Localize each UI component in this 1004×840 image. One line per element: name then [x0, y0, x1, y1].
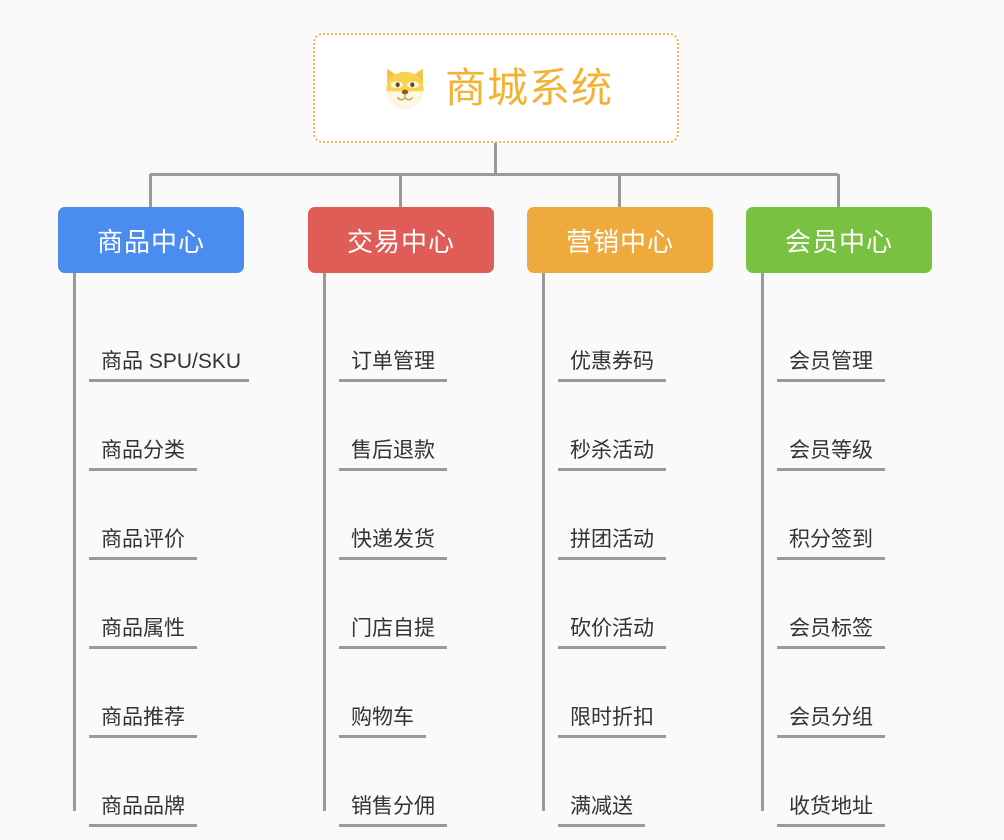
branch-header-1[interactable]: 交易中心	[308, 207, 494, 273]
list-item-label: 商品分类	[89, 438, 197, 471]
list-item[interactable]: 商品评价	[58, 471, 244, 560]
list-item-label: 快递发货	[339, 527, 447, 560]
branch-column-2: 营销中心 优惠券码 秒杀活动 拼团活动 砍价活动 限时折扣 满减送	[527, 207, 713, 827]
list-item[interactable]: 秒杀活动	[527, 382, 713, 471]
list-item-label: 商品属性	[89, 616, 197, 649]
list-item[interactable]: 优惠券码	[527, 293, 713, 382]
list-item-label: 限时折扣	[558, 705, 666, 738]
branch-column-1: 交易中心 订单管理 售后退款 快递发货 门店自提 购物车 销售分佣	[308, 207, 494, 827]
list-item[interactable]: 会员标签	[746, 560, 932, 649]
branch-header-2[interactable]: 营销中心	[527, 207, 713, 273]
list-item[interactable]: 购物车	[308, 649, 494, 738]
root-title: 商城系统	[445, 64, 613, 111]
branch-items-1: 订单管理 售后退款 快递发货 门店自提 购物车 销售分佣	[308, 273, 494, 827]
list-item-label: 门店自提	[339, 616, 447, 649]
list-item-label: 秒杀活动	[558, 438, 666, 471]
list-item-label: 优惠券码	[558, 349, 666, 382]
list-item-label: 会员分组	[777, 705, 885, 738]
list-item-label: 售后退款	[339, 438, 447, 471]
list-item[interactable]: 商品分类	[58, 382, 244, 471]
list-item-label: 购物车	[339, 705, 426, 738]
list-item-label: 积分签到	[777, 527, 885, 560]
list-item[interactable]: 拼团活动	[527, 471, 713, 560]
list-item-label: 商品 SPU/SKU	[89, 349, 250, 382]
root-node[interactable]: 商城系统	[313, 33, 679, 143]
branch-items-0: 商品 SPU/SKU 商品分类 商品评价 商品属性 商品推荐 商品品牌	[58, 273, 250, 827]
list-item[interactable]: 门店自提	[308, 560, 494, 649]
list-item[interactable]: 收货地址	[746, 738, 932, 827]
list-item-label: 砍价活动	[558, 616, 666, 649]
list-item-label: 商品评价	[89, 527, 197, 560]
list-item-label: 会员等级	[777, 438, 885, 471]
branch-column-0: 商品中心 商品 SPU/SKU 商品分类 商品评价 商品属性 商品推荐 商品品牌	[58, 207, 250, 827]
list-item-label: 会员管理	[777, 349, 885, 382]
branch-column-3: 会员中心 会员管理 会员等级 积分签到 会员标签 会员分组 收货地址	[746, 207, 932, 827]
list-item-label: 满减送	[558, 794, 645, 827]
list-item-label: 商品推荐	[89, 705, 197, 738]
branch-items-2: 优惠券码 秒杀活动 拼团活动 砍价活动 限时折扣 满减送	[527, 273, 713, 827]
list-item[interactable]: 订单管理	[308, 293, 494, 382]
branch-header-0[interactable]: 商品中心	[58, 207, 244, 273]
list-item[interactable]: 商品品牌	[58, 738, 244, 827]
list-item[interactable]: 销售分佣	[308, 738, 494, 827]
list-item-label: 销售分佣	[339, 794, 447, 827]
list-item-label: 商品品牌	[89, 794, 197, 827]
list-item[interactable]: 会员等级	[746, 382, 932, 471]
dog-face-icon	[386, 68, 424, 110]
list-item[interactable]: 限时折扣	[527, 649, 713, 738]
list-item[interactable]: 快递发货	[308, 471, 494, 560]
list-item[interactable]: 售后退款	[308, 382, 494, 471]
list-item[interactable]: 商品 SPU/SKU	[58, 293, 250, 382]
list-item[interactable]: 会员分组	[746, 649, 932, 738]
list-item[interactable]: 商品属性	[58, 560, 244, 649]
list-item-label: 拼团活动	[558, 527, 666, 560]
list-item[interactable]: 积分签到	[746, 471, 932, 560]
list-item[interactable]: 商品推荐	[58, 649, 244, 738]
list-item-label: 会员标签	[777, 616, 885, 649]
list-item[interactable]: 会员管理	[746, 293, 932, 382]
branch-items-3: 会员管理 会员等级 积分签到 会员标签 会员分组 收货地址	[746, 273, 932, 827]
list-item-label: 收货地址	[777, 794, 885, 827]
branch-header-3[interactable]: 会员中心	[746, 207, 932, 273]
list-item[interactable]: 砍价活动	[527, 560, 713, 649]
list-item[interactable]: 满减送	[527, 738, 713, 827]
list-item-label: 订单管理	[339, 349, 447, 382]
